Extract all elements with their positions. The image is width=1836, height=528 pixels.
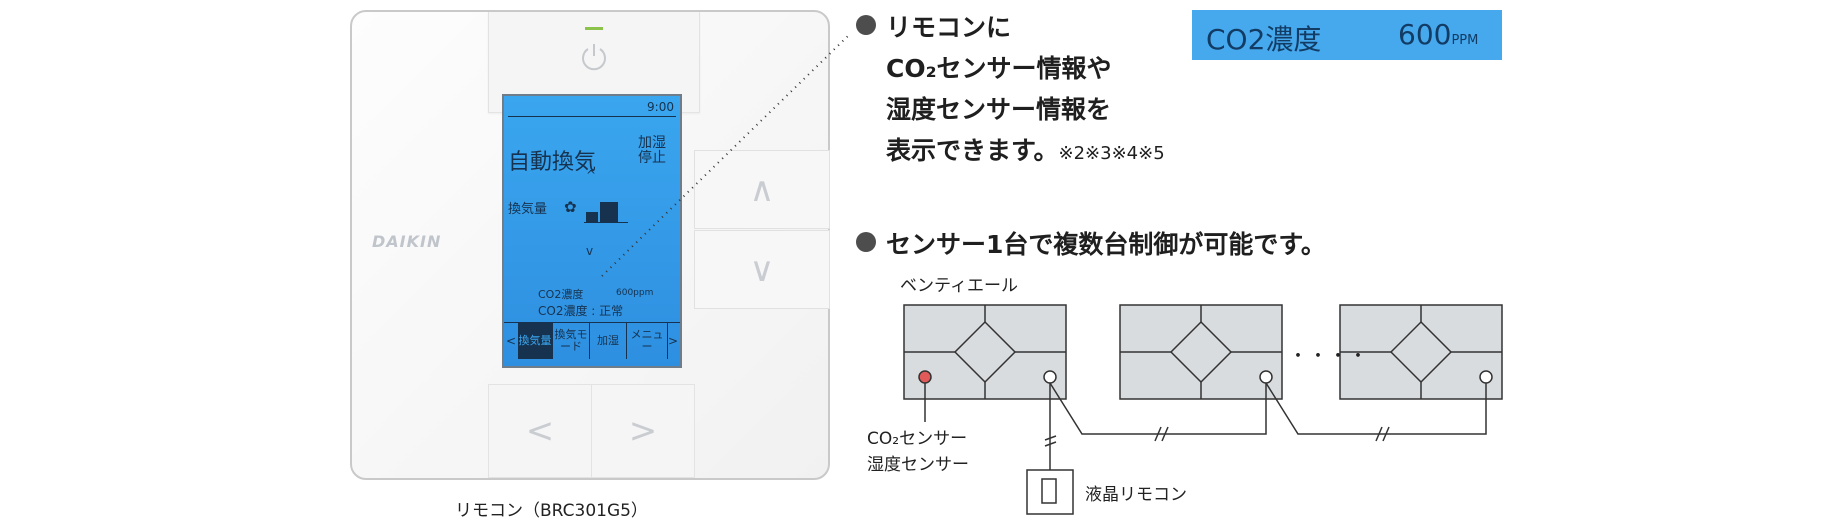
co2-strip-number: 600 [1398, 18, 1452, 51]
tab-humidify[interactable]: 加湿 [590, 323, 627, 359]
continuation-dots: ・・・・ [1289, 346, 1369, 367]
volume-bar-high [600, 202, 618, 222]
ventilation-unit-2 [1119, 304, 1283, 400]
remote-caption: リモコン（BRC301G5） [455, 501, 648, 521]
lcd-humidify-status: 加湿 停止 [638, 135, 666, 166]
lcd-tab-bar: 換気量 換気モード 加湿 メニュー [504, 322, 680, 359]
unit-label: ベンティエール [900, 276, 1018, 296]
lcd-time: 9:00 [647, 100, 674, 114]
bullet1-line2: CO₂センサー情報や [886, 54, 1112, 83]
bullet-dot [856, 15, 876, 35]
chevron-down-icon: ∨ [749, 249, 775, 290]
ventilation-unit-1 [903, 304, 1067, 400]
bullet1-line3: 湿度センサー情報を [886, 95, 1112, 124]
tab-ventilation-mode[interactable]: 換気モード [553, 323, 590, 359]
tab-ventilation-volume[interactable]: 換気量 [518, 323, 553, 359]
lcd-screen: 9:00 自動換気 加湿 停止 ^ 換気量 ✿ v CO2濃度 600ppm C… [502, 94, 682, 368]
lcd-co2-label: CO2濃度 [538, 288, 584, 301]
bullet2-text: センサー1台で複数台制御が可能です。 [886, 230, 1326, 259]
sensor-point [918, 370, 932, 384]
ventilation-unit-3 [1339, 304, 1503, 400]
power-icon [582, 44, 606, 71]
brand-logo: DAIKIN [372, 232, 442, 251]
volume-baseline [584, 222, 628, 223]
co2-strip-value: 600PPM [1398, 18, 1478, 51]
lcd-mode-title: 自動換気 [508, 150, 597, 175]
footnote-marks: ※2※3※4※5 [1058, 143, 1165, 164]
fan-icon: ✿ [564, 198, 577, 216]
lcd-prev-arrow: < [506, 334, 517, 348]
chevron-right-icon: > [628, 411, 658, 451]
bullet1-line1: リモコンに [886, 13, 1012, 42]
connection-point [1259, 370, 1273, 384]
wall-remote-symbol [1026, 469, 1074, 515]
lcd-status-line: CO2濃度 : 正常 [538, 304, 624, 318]
tab-menu[interactable]: メニュー [627, 323, 668, 359]
chevron-left-icon: < [525, 411, 555, 451]
co2-sensor-label: CO₂センサー [867, 429, 968, 449]
wiring [1044, 382, 1487, 470]
bullet-dot [856, 232, 876, 252]
co2-display-strip: CO2濃度 600PPM [1192, 10, 1502, 60]
lcd-divider [508, 116, 676, 117]
up-button[interactable]: ∧ [694, 150, 830, 229]
bullet1-line4: 表示できます。※2※3※4※5 [886, 131, 1165, 167]
right-button[interactable]: > [591, 384, 695, 478]
co2-strip-label: CO2濃度 [1206, 23, 1322, 56]
lcd-co2-value: 600ppm [616, 288, 654, 298]
connection-point [1479, 370, 1493, 384]
lcd-volume-label: 換気量 [508, 202, 548, 217]
lcd-remote-label: 液晶リモコン [1085, 485, 1187, 505]
volume-bar-low [586, 212, 598, 222]
down-button[interactable]: ∨ [694, 230, 830, 309]
bullet1-line4-text: 表示できます。 [886, 136, 1059, 165]
lcd-down-arrow: v [586, 244, 594, 258]
lcd-up-arrow: ^ [586, 168, 597, 182]
power-led [585, 27, 603, 30]
humidity-sensor-label: 湿度センサー [867, 455, 969, 475]
connection-point [1043, 370, 1057, 384]
co2-strip-unit: PPM [1451, 33, 1479, 48]
lcd-next-arrow: > [668, 334, 679, 348]
chevron-up-icon: ∧ [749, 169, 775, 210]
